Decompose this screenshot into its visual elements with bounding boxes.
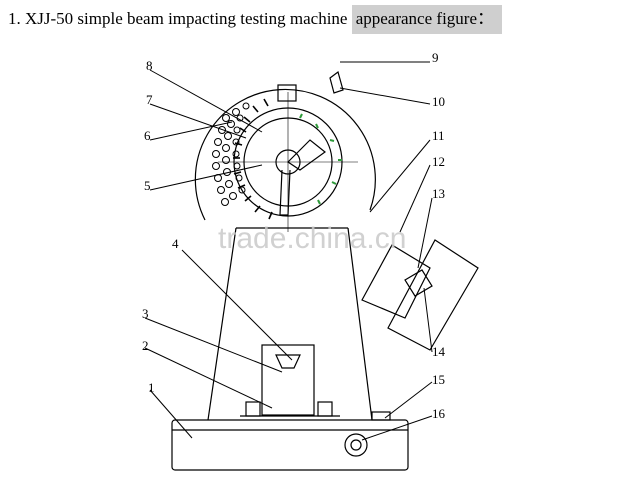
index-holes bbox=[212, 102, 250, 206]
callout-12: 12 bbox=[432, 154, 445, 169]
specimen-support bbox=[240, 344, 340, 417]
oil-window bbox=[344, 433, 368, 457]
callout-4: 4 bbox=[172, 236, 179, 251]
callout-1: 1 bbox=[148, 380, 155, 395]
caption-highlight: appearance figure： bbox=[351, 5, 502, 34]
base-block bbox=[371, 411, 391, 421]
green-marks bbox=[299, 113, 342, 205]
callout-3: 3 bbox=[142, 306, 149, 321]
machine-base bbox=[171, 419, 409, 471]
callout-7: 7 bbox=[146, 92, 153, 107]
figure-caption: 1. XJJ-50 simple beam impacting testing … bbox=[8, 5, 502, 34]
leader-lines bbox=[144, 61, 433, 441]
dial-head bbox=[194, 70, 376, 232]
callout-10: 10 bbox=[432, 94, 445, 109]
callout-8: 8 bbox=[146, 58, 153, 73]
oil-window-inner bbox=[350, 439, 362, 451]
callout-9: 9 bbox=[432, 50, 439, 65]
callout-5: 5 bbox=[144, 178, 151, 193]
callout-6: 6 bbox=[144, 128, 151, 143]
callout-14: 14 bbox=[432, 344, 446, 359]
callout-13: 13 bbox=[432, 186, 445, 201]
callout-15: 15 bbox=[432, 372, 445, 387]
dial-scale bbox=[233, 98, 273, 220]
callout-labels: 1 2 3 4 5 6 7 8 9 10 11 12 13 14 15 16 bbox=[142, 50, 446, 421]
caption-prefix: 1. XJJ-50 simple beam impacting testing … bbox=[8, 9, 352, 28]
callout-2: 2 bbox=[142, 338, 149, 353]
pendulum-hammer bbox=[361, 239, 479, 351]
callout-16: 16 bbox=[432, 406, 446, 421]
watermark-text: trade.china.cn bbox=[218, 222, 406, 255]
machine-column bbox=[207, 227, 373, 421]
callout-11: 11 bbox=[432, 128, 445, 143]
